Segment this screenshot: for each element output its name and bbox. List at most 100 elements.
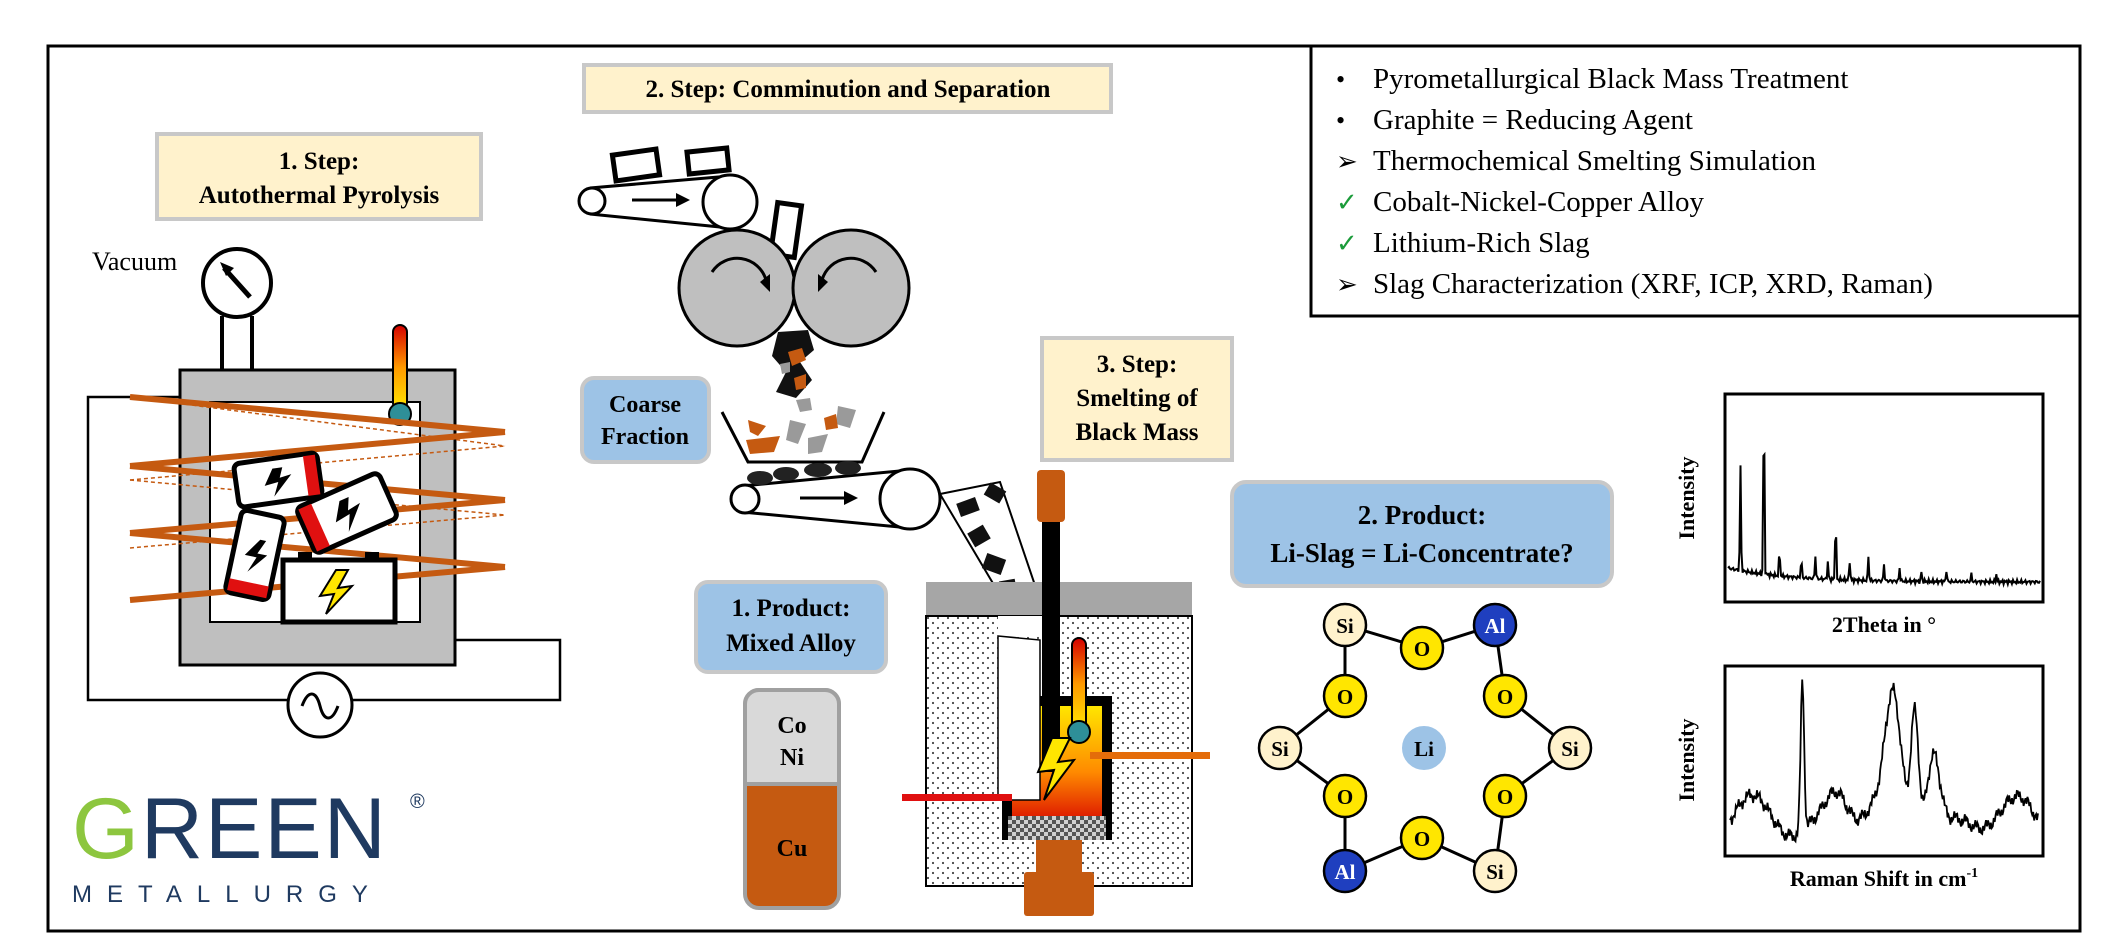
summary-marker: ➢ — [1336, 270, 1358, 299]
logo-word: GREEN — [72, 781, 388, 877]
xrd-ylabel: Intensity — [1674, 456, 1699, 539]
logo-subword: METALLURGY — [72, 881, 383, 908]
crusher-rollers — [677, 228, 911, 348]
thermometer-icon — [1067, 637, 1091, 744]
alloy-co: Co — [777, 713, 806, 739]
step3-label-line2: Smelting of — [1076, 385, 1198, 412]
pressure-gauge-icon — [201, 247, 273, 319]
raman-xlabel: Raman Shift in cm-1 — [1790, 866, 1978, 891]
summary-marker: ✓ — [1336, 188, 1358, 217]
tap-block — [1024, 872, 1094, 916]
raman-plot: Raman Shift in cm-1 Intensity — [1674, 664, 2045, 891]
step3-label-line3: Black Mass — [1076, 419, 1199, 446]
product2-label-line2: Li-Slag = Li-Concentrate? — [1270, 538, 1573, 568]
svg-text:Si: Si — [1561, 737, 1579, 761]
step1-pyrolysis: 1. Step: Autothermal Pyrolysis Vacuum — [86, 132, 562, 739]
logo-registered: ® — [410, 791, 425, 813]
atom-o: O — [1482, 773, 1528, 819]
xrd-plot: 2Theta in ° Intensity — [1674, 392, 2045, 637]
summary-marker: ➢ — [1336, 147, 1358, 176]
svg-text:O: O — [1337, 785, 1353, 809]
atom-al: Al — [1322, 848, 1368, 894]
outer-frame — [46, 44, 2082, 933]
svg-text:Al: Al — [1335, 860, 1356, 884]
raman-ylabel: Intensity — [1674, 718, 1699, 801]
xrd-xlabel: 2Theta in ° — [1832, 612, 1936, 637]
atom-al: Al — [1472, 602, 1518, 648]
atom-o: O — [1399, 625, 1445, 671]
atom-o: O — [1322, 673, 1368, 719]
atom-si: Si — [1257, 725, 1303, 771]
step2-comminution: 2. Step: Comminution and Separation — [577, 63, 1113, 614]
product1-label-line1: 1. Product: — [732, 595, 851, 622]
raman-frame — [1723, 664, 2045, 858]
xrd-trace — [1727, 451, 2041, 588]
refractory-base — [1008, 816, 1106, 840]
atom-si: Si — [1547, 725, 1593, 771]
summary-marker: • — [1336, 65, 1345, 94]
summary-item-text: Pyrometallurgical Black Mass Treatment — [1373, 63, 1848, 95]
step3-label-box — [1040, 336, 1234, 462]
svg-text:Si: Si — [1486, 860, 1504, 884]
atom-si: Si — [1472, 848, 1518, 894]
alloy-ni: Ni — [780, 745, 804, 771]
product2-label-box — [1230, 480, 1614, 588]
svg-text:O: O — [1414, 827, 1430, 851]
atom-o: O — [1482, 673, 1528, 719]
summary-box: • Pyrometallurgical Black Mass Treatment •… — [1309, 44, 2082, 318]
svg-text:O: O — [1337, 685, 1353, 709]
product1-mixed-alloy: 1. Product: Mixed Alloy Co Ni Cu — [694, 580, 888, 910]
heater-lead-right — [1090, 752, 1210, 759]
product2-label-line1: 2. Product: — [1358, 500, 1487, 530]
falling-black-mass — [938, 480, 1042, 614]
alloy-cu: Cu — [777, 836, 808, 862]
atom-li: Li — [1402, 726, 1446, 770]
svg-text:Al: Al — [1485, 614, 1506, 638]
thermometer-icon — [388, 324, 412, 426]
summary-marker: • — [1336, 106, 1345, 135]
green-metallurgy-logo: GREEN ® METALLURGY — [72, 781, 425, 908]
step2-label: 2. Step: Comminution and Separation — [646, 76, 1051, 103]
heater-lead-left — [902, 794, 1012, 801]
summary-item-text: Cobalt-Nickel-Copper Alloy — [1373, 186, 1705, 218]
summary-marker: ✓ — [1336, 229, 1358, 258]
raman-trace — [1729, 679, 2039, 844]
alloy-co-ni-layer — [743, 688, 841, 786]
summary-item-text: Lithium-Rich Slag — [1373, 227, 1590, 259]
crushed-material — [772, 330, 814, 412]
vacuum-label: Vacuum — [92, 247, 177, 276]
summary-item-text: Slag Characterization (XRF, ICP, XRD, Ra… — [1373, 268, 1933, 300]
svg-text:O: O — [1497, 785, 1513, 809]
svg-text:O: O — [1497, 685, 1513, 709]
step1-label-line2: Autothermal Pyrolysis — [199, 182, 440, 209]
coarse-fraction-line2: Fraction — [601, 424, 689, 450]
product2-li-slag: 2. Product: Li-Slag = Li-Concentrate? Si… — [1230, 480, 1614, 894]
atom-si: Si — [1322, 602, 1368, 648]
electrode-top — [1037, 470, 1065, 522]
lightning-icon — [1036, 737, 1077, 801]
top-conveyor — [577, 173, 759, 231]
svg-text:O: O — [1414, 637, 1430, 661]
svg-text:Si: Si — [1271, 737, 1289, 761]
svg-text:Li: Li — [1414, 737, 1434, 761]
step3-smelting: 3. Step: Smelting of Black Mass — [902, 336, 1234, 916]
svg-text:Si: Si — [1336, 614, 1354, 638]
product1-label-line2: Mixed Alloy — [726, 630, 856, 657]
step2-label-box — [582, 63, 1113, 114]
atom-o: O — [1399, 815, 1445, 861]
step1-label-line1: 1. Step: — [279, 148, 360, 175]
summary-item-text: Graphite = Reducing Agent — [1373, 104, 1693, 136]
electrode-rod — [1042, 522, 1060, 772]
separation-hopper — [720, 406, 886, 464]
step1-label-box — [155, 132, 483, 221]
step3-label-line1: 3. Step: — [1097, 351, 1178, 378]
ac-source-icon — [286, 671, 354, 739]
product1-label-box — [694, 580, 888, 674]
coarse-fraction-line1: Coarse — [609, 392, 681, 418]
battery-lightning-icon — [223, 450, 399, 625]
coarse-fraction-box — [580, 376, 711, 464]
summary-item-text: Thermochemical Smelting Simulation — [1373, 145, 1816, 177]
molecule-atoms: Si O Al O O Si — [1257, 602, 1593, 894]
atom-o: O — [1322, 773, 1368, 819]
